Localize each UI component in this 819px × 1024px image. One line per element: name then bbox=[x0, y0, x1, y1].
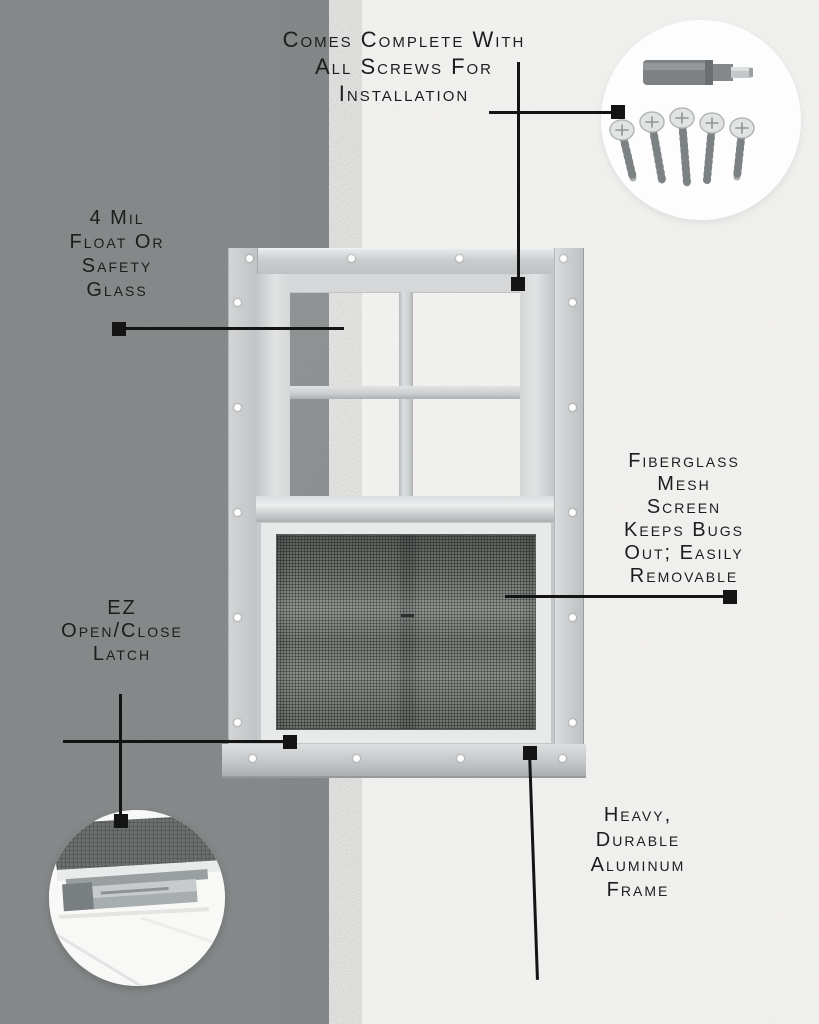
screw-hole bbox=[457, 755, 464, 762]
mesh-screen bbox=[276, 534, 536, 730]
screw-hole bbox=[569, 614, 576, 621]
screws-and-bit-image bbox=[609, 60, 755, 187]
muntin-horizontal bbox=[290, 386, 520, 399]
callout-line-latch-horizontal bbox=[63, 740, 291, 743]
callout-marker-screws-inset bbox=[611, 105, 625, 119]
screw-hole bbox=[353, 755, 360, 762]
screw-hole bbox=[569, 719, 576, 726]
latch-bar bbox=[62, 869, 209, 912]
callout-marker-glass bbox=[112, 322, 126, 336]
callout-marker-latch-window bbox=[283, 735, 297, 749]
callout-marker-frame-top bbox=[511, 277, 525, 291]
screws-icon bbox=[609, 107, 755, 187]
screw-hole bbox=[560, 255, 567, 262]
callout-line-glass bbox=[113, 327, 344, 330]
hex-bit-icon bbox=[643, 60, 753, 85]
feature-label-screws: Comes Complete With All Screws For Insta… bbox=[282, 27, 526, 106]
screw-hole bbox=[569, 299, 576, 306]
callout-line-screws-vertical bbox=[517, 62, 520, 284]
screw-hole bbox=[559, 755, 566, 762]
feature-label-frame: Heavy, Durable Aluminum Frame bbox=[590, 804, 686, 901]
callout-line-latch-vertical bbox=[119, 694, 122, 821]
screw-hole bbox=[569, 404, 576, 411]
screw-hole bbox=[234, 299, 241, 306]
latch-photo-inset bbox=[49, 810, 225, 986]
latch-closeup-image bbox=[49, 810, 225, 986]
screw-hole bbox=[569, 509, 576, 516]
screw-hole bbox=[234, 509, 241, 516]
callout-marker-frame-bottom bbox=[523, 746, 537, 760]
screw-hole bbox=[234, 404, 241, 411]
screen-pull-tab bbox=[401, 614, 414, 617]
window-flange-top bbox=[228, 248, 582, 276]
screw-hole bbox=[249, 755, 256, 762]
screw-hole bbox=[246, 255, 253, 262]
callout-line-mesh bbox=[505, 595, 730, 598]
window-jamb-top bbox=[256, 274, 554, 293]
callout-marker-latch-inset bbox=[114, 814, 128, 828]
screws-photo-inset bbox=[601, 20, 801, 220]
meeting-rail bbox=[256, 496, 554, 522]
feature-label-latch: EZ Open/Close Latch bbox=[61, 597, 183, 665]
feature-label-mesh: Fiberglass Mesh Screen Keeps Bugs Out; E… bbox=[624, 450, 744, 587]
screw-hole bbox=[456, 255, 463, 262]
mesh-detail bbox=[49, 814, 225, 870]
screw-hole bbox=[234, 719, 241, 726]
callout-marker-mesh bbox=[723, 590, 737, 604]
callout-line-screws-horizontal bbox=[489, 111, 615, 114]
feature-label-glass: 4 Mil Float Or Safety Glass bbox=[69, 207, 165, 301]
screw-hole bbox=[348, 255, 355, 262]
screw-hole bbox=[234, 614, 241, 621]
